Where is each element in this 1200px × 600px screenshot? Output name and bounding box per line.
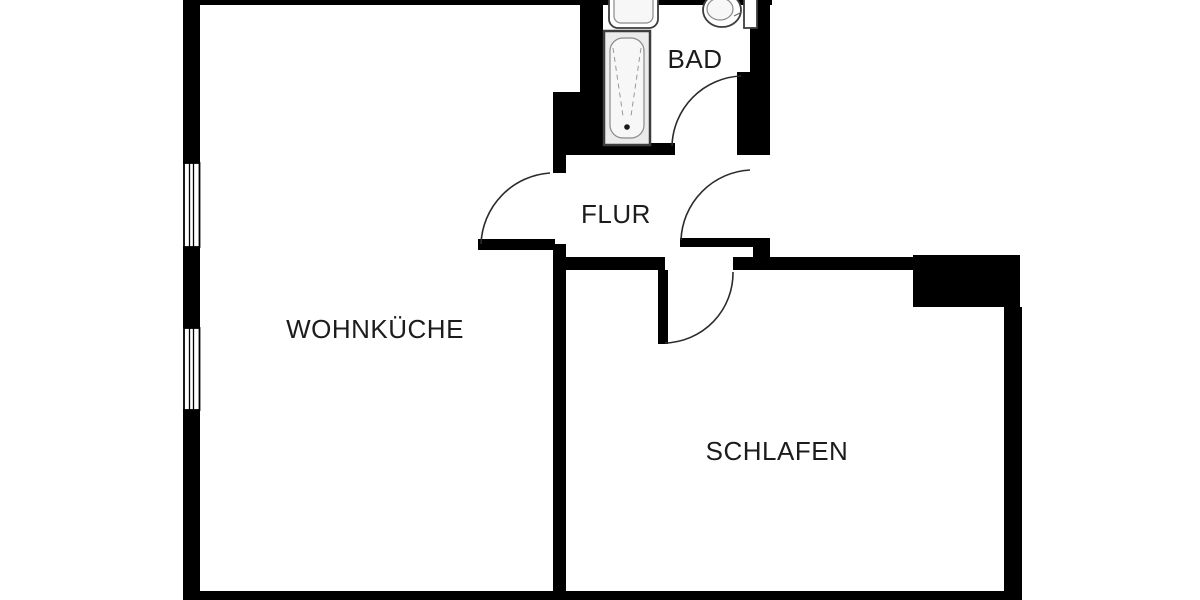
room-label-bad: BAD: [668, 44, 723, 74]
schlafen-door-leaf: [658, 270, 668, 344]
room-label-schlafen: SCHLAFEN: [706, 436, 849, 466]
room-label-wohnkueche: WOHNKÜCHE: [286, 314, 464, 344]
bath-door-arc: [671, 75, 742, 147]
schlafen-door-arc: [664, 271, 734, 344]
wall-left-upper: [183, 0, 200, 164]
washbasin-icon: [608, 0, 659, 29]
bathtub-icon: [602, 29, 652, 147]
wall-entry-door-block: [753, 238, 770, 270]
entry-door-arc: [680, 169, 751, 241]
wall-bath-left: [580, 0, 603, 94]
wall-kitchen-right: [553, 244, 566, 592]
wall-bath-right: [750, 0, 770, 155]
wall-schlafen-corner-block: [913, 255, 1020, 307]
room-labels: BAD FLUR WOHNKÜCHE SCHLAFEN: [286, 44, 848, 466]
bathtub-drain: [624, 124, 630, 130]
walls: [183, 0, 1022, 600]
doors: [478, 72, 755, 344]
wall-bath-block: [553, 92, 603, 155]
wall-left-middle: [183, 246, 200, 328]
wall-left-lower: [183, 409, 200, 592]
wall-schlafen-right: [1004, 307, 1022, 592]
fixtures: [602, 0, 758, 147]
bath-door-leaf: [737, 72, 750, 148]
window-2: [183, 327, 201, 411]
wall-bottom: [183, 591, 1022, 600]
window-1: [183, 162, 201, 248]
wall-schlafen-top-left: [553, 257, 665, 270]
wall-kitchen-door-stub: [553, 155, 566, 173]
entry-door-leaf: [680, 238, 755, 247]
windows: [183, 162, 201, 411]
wall-top: [183, 0, 772, 5]
toilet-icon: [702, 0, 758, 29]
room-label-flur: FLUR: [581, 199, 651, 229]
kitchen-door-leaf: [478, 239, 555, 250]
kitchen-door-arc: [480, 172, 551, 245]
